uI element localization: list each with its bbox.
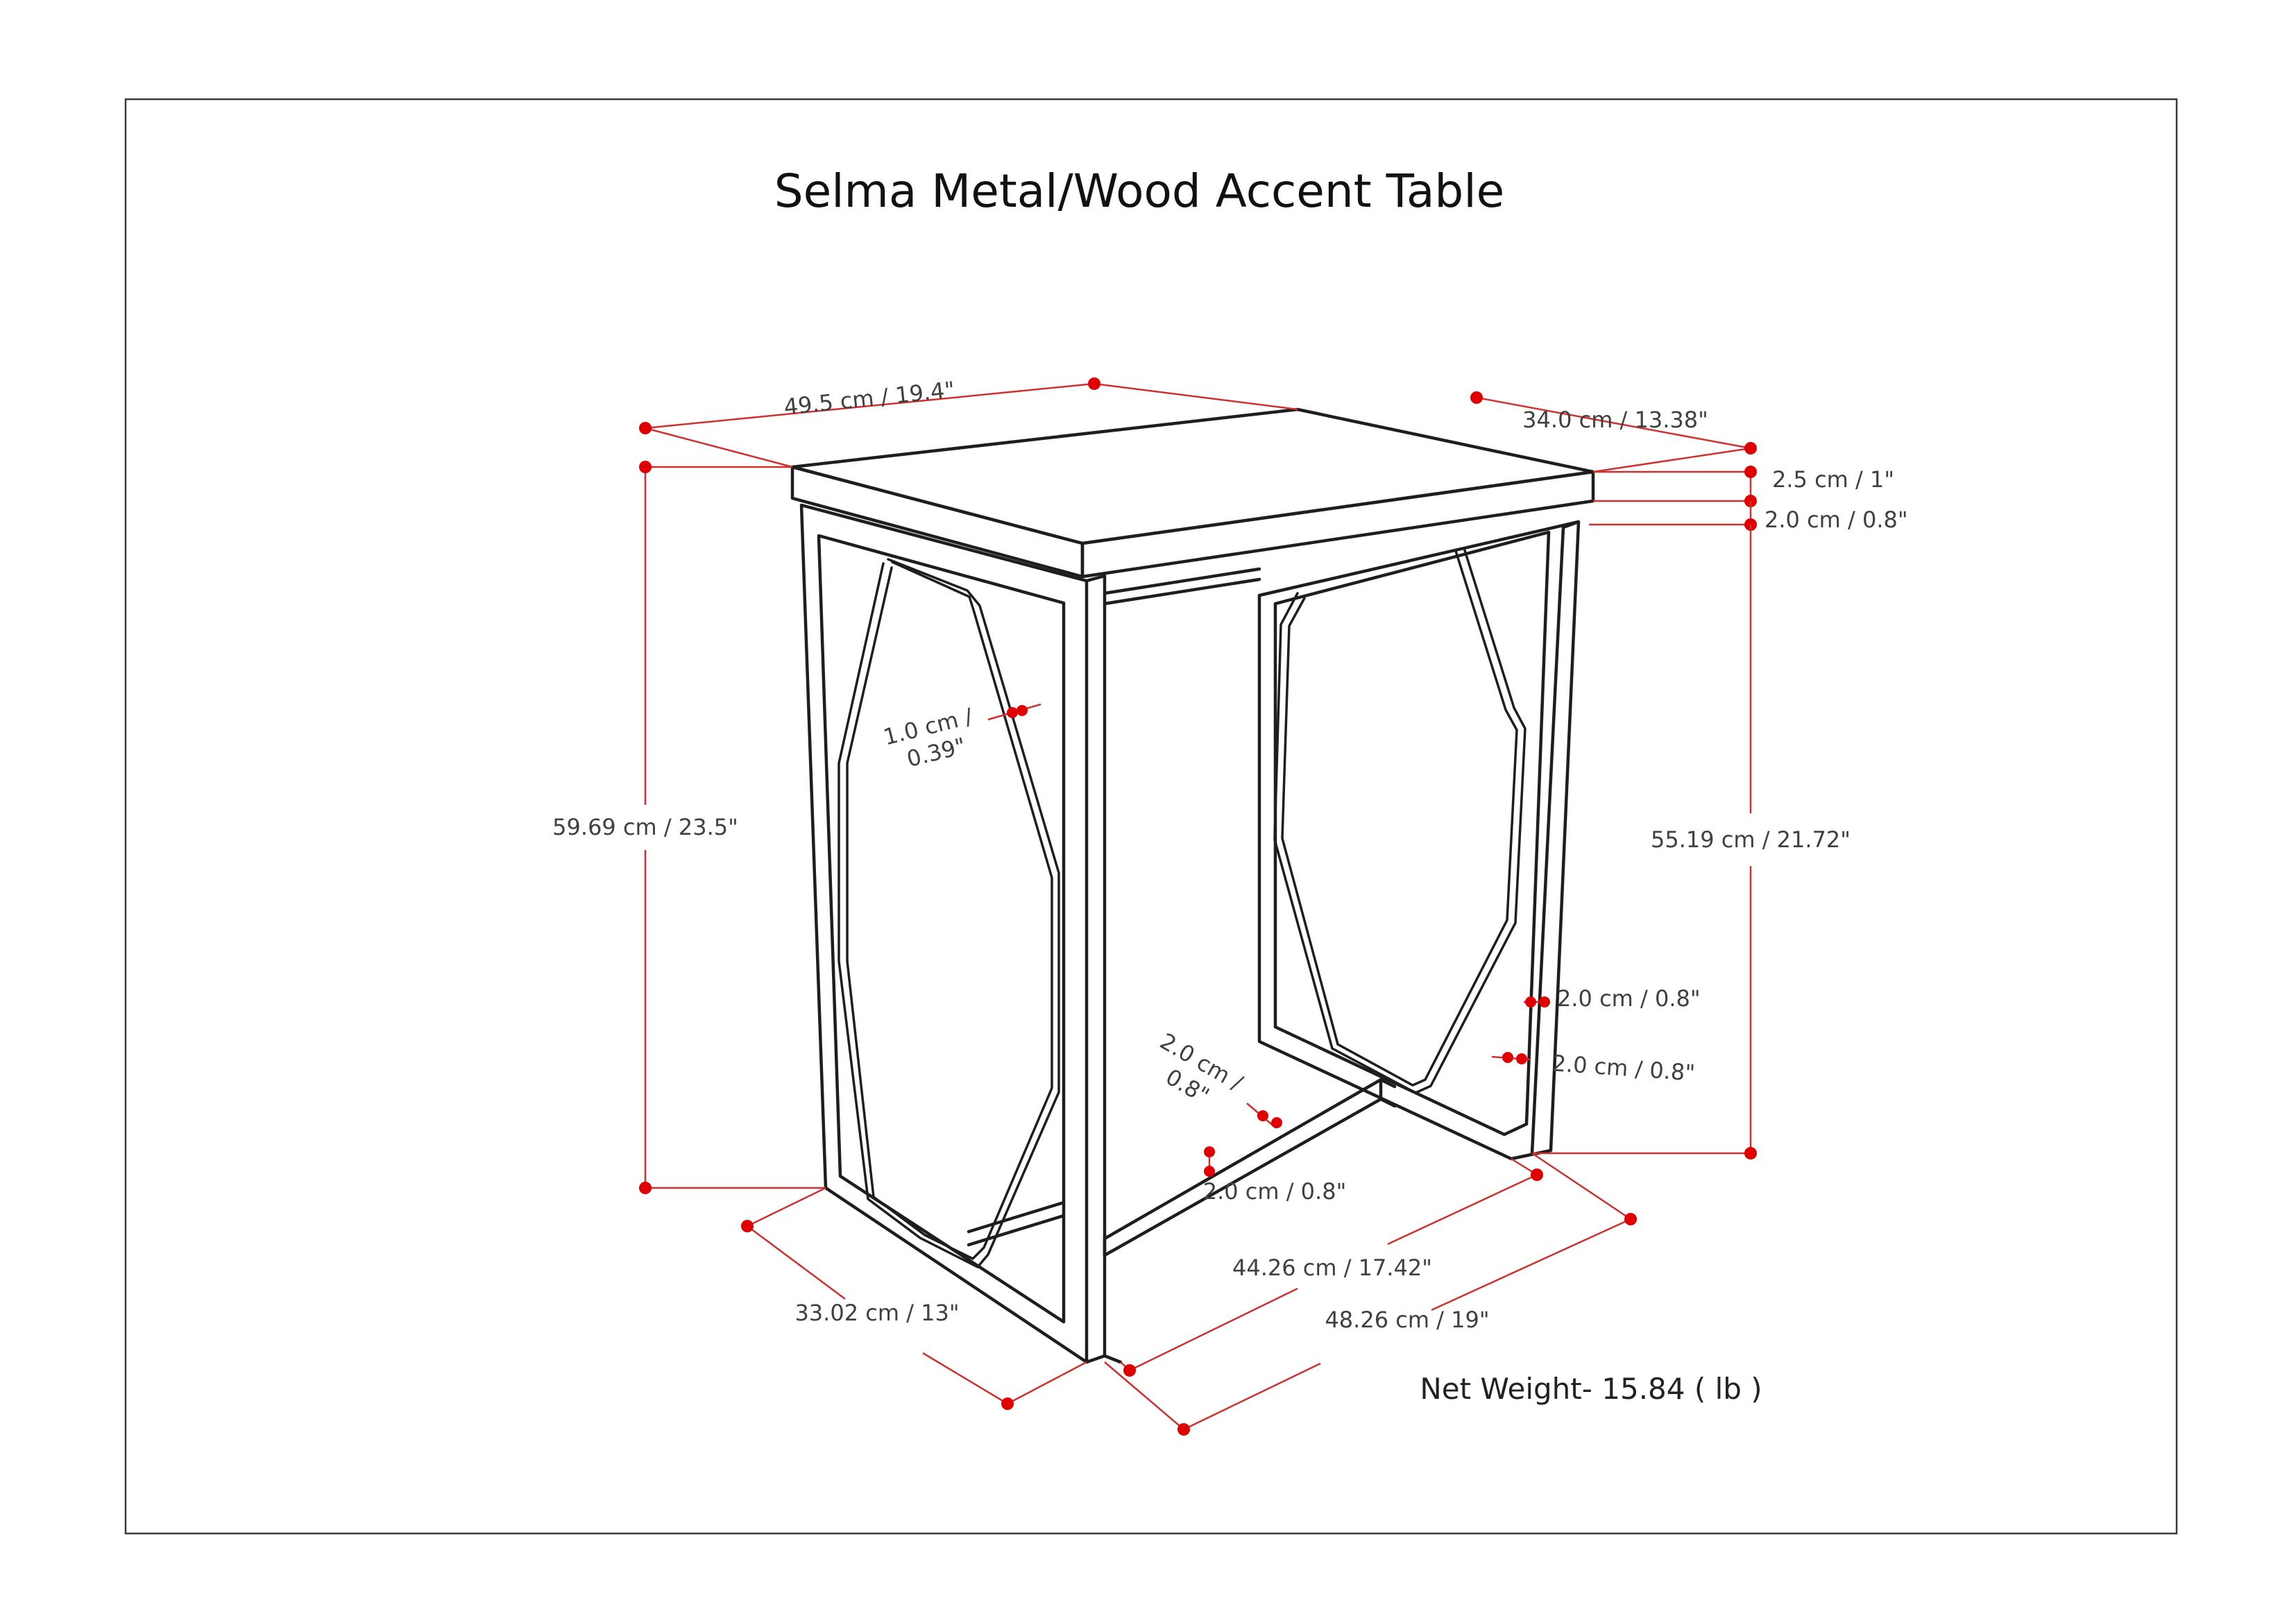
top-width-label: 49.5 cm / 19.4" <box>783 376 956 420</box>
dimension-lines <box>639 377 1757 1436</box>
leg-depth-label: 2.0 cm / 0.8" <box>1551 1050 1696 1086</box>
base-width-label: 48.26 cm / 19" <box>1325 1307 1489 1333</box>
left-end-frame <box>799 503 1107 1364</box>
table-drawing <box>790 407 1595 1364</box>
dimension-labels: 49.5 cm / 19.4" 34.0 cm / 13.38" 2.5 cm … <box>552 376 1907 1333</box>
base-stretcher <box>967 567 1397 1364</box>
leg-height-label: 55.19 cm / 21.72" <box>1651 826 1851 853</box>
leg-width-label: 2.0 cm / 0.8" <box>1557 985 1701 1012</box>
base-inner-width-label: 44.26 cm / 17.42" <box>1232 1255 1432 1281</box>
top-depth-label: 34.0 cm / 13.38" <box>1522 407 1708 433</box>
apron-height-label: 2.0 cm / 0.8" <box>1764 507 1908 533</box>
diagram-title: Selma Metal/Wood Accent Table <box>774 164 1505 218</box>
base-bar-height-label: 2.0 cm / 0.8" <box>1203 1178 1347 1205</box>
page-frame <box>124 98 2178 1535</box>
top-thickness-label: 2.5 cm / 1" <box>1772 466 1894 493</box>
net-weight-label: Net Weight- 15.84 ( lb ) <box>1420 1372 1762 1406</box>
right-end-frame <box>1257 520 1581 1161</box>
total-height-label: 59.69 cm / 23.5" <box>552 814 738 840</box>
base-depth-label: 33.02 cm / 13" <box>794 1300 959 1326</box>
